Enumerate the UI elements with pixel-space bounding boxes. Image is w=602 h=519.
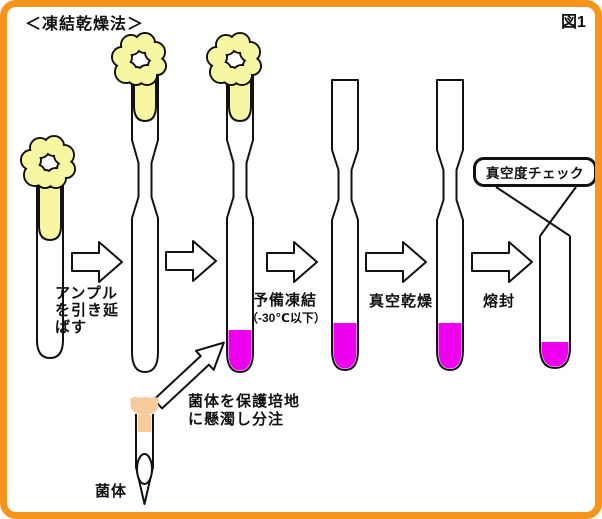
arrow-right-icon [471,241,533,283]
colony-icon [136,453,153,485]
label-cells: 菌体 [95,483,128,500]
prefrozen-ampoule [331,79,359,371]
arrow-right-icon [165,240,217,282]
sealed-ampoule [495,186,577,369]
label-seal: 熔封 [483,293,516,310]
figure-number: 図1 [561,14,586,31]
label-vacuum-dry: 真空乾燥 [369,293,434,310]
seal-line-icon [539,186,577,237]
ampoule-with-medium [207,33,261,372]
label-stretch-ampoule: アンプル を引き延 ばす [55,285,120,336]
diagram-shapes [20,7,577,505]
vacuum-check-callout: 真空度チェック [473,157,595,187]
arrow-right-icon [365,241,427,283]
test-tube-cotton-plug [20,135,76,359]
diagram-title: ＜凍結乾燥法＞ [25,16,145,33]
diagonal-arrow-icon [152,341,225,410]
label-prefreeze: 予備凍結 [253,292,318,309]
seal-line-icon [495,186,571,237]
culture-tube-cells [130,397,159,505]
arrow-right-icon [71,241,123,283]
arrow-right-icon [266,241,318,283]
label-prefreeze-condition: （-30℃以下） [246,311,326,325]
label-dispense: 菌体を保護培地 に懸濁し分注 [188,393,301,428]
label-vacuum-check: 真空度チェック [486,166,584,181]
stretched-ampoule-cotton [112,33,166,372]
vacuum-dried-ampoule [436,79,464,371]
